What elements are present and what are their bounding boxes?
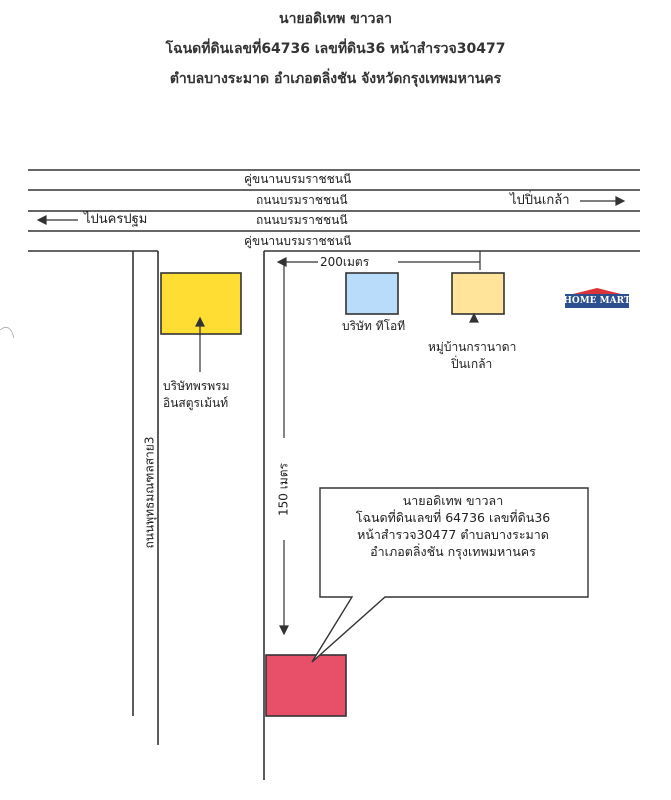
direction-label-pinklao: ไปปิ่นเกล้า [510, 193, 570, 208]
arrow-east-head [615, 196, 626, 206]
callout-bubble [311, 487, 589, 663]
pointer-company-left-head [195, 316, 205, 327]
company-tot-box [345, 272, 399, 315]
village-label-line2: ปิ่นเกล้า [451, 357, 493, 371]
target-plot-box [265, 654, 347, 717]
road-label-frontage-bottom: คู่ขนานบรมราชชนนี [244, 234, 352, 248]
company-tot-label: บริษัท ทีโอที [342, 319, 406, 333]
distance-horizontal-head-left [276, 257, 287, 267]
distance-label-horizontal: 200เมตร [320, 255, 370, 269]
home-mart-logo-text: HOME MART [563, 296, 631, 306]
pointer-village-head [469, 312, 479, 323]
road-label-side-road: ถนนพุทธมณฑลสาย3 [142, 436, 157, 549]
home-mart-plate [565, 294, 629, 308]
callout-line-2: โฉนดที่ดินเลขที่ 64736 เลขที่ดิน36 [355, 510, 551, 525]
company-left-label-line1: บริษัทพรพรม [163, 379, 230, 393]
village-box [451, 272, 505, 315]
distance-markers [276, 251, 481, 636]
callout-text: นายอดิเทพ ขาวลา โฉนดที่ดินเลขที่ 64736 เ… [322, 492, 584, 560]
distance-label-vertical: 150 เมตร [276, 463, 291, 516]
arrow-west-head [36, 215, 47, 225]
road-label-main-top: ถนนบรมราชชนนี [256, 193, 348, 207]
callout-line-4: อำเภอตลิ่งชัน กรุงเทพมหานคร [370, 544, 536, 559]
header-deed-info: โฉนดที่ดินเลขที่64736 เลขที่ดิน36 หน้าสำ… [165, 41, 506, 57]
header-owner-name: นายอดิเทพ ขาวลา [279, 11, 392, 27]
company-left-label-line2: อินสตูรเม้นท์ [163, 396, 229, 410]
direction-label-nakhonpathom: ไปนครปฐม [84, 212, 148, 227]
callout-line-3: หน้าสำรวจ30477 ตำบลบางระมาด [357, 527, 549, 542]
scan-mark [0, 326, 15, 339]
direction-arrows [36, 196, 626, 225]
home-mart-roof-icon [573, 288, 621, 294]
header-location: ตำบลบางระมาด อำเภอตลิ่งชัน จังหวัดกรุงเท… [169, 71, 502, 87]
callout-line-1: นายอดิเทพ ขาวลา [402, 493, 504, 508]
village-label-line1: หมู่บ้านกรานาดา [428, 340, 517, 354]
landmark-pointers [195, 312, 479, 372]
road-label-frontage-top: คู่ขนานบรมราชชนนี [244, 172, 352, 186]
road-lines [28, 169, 640, 780]
road-label-main-bottom: ถนนบรมราชชนนี [256, 213, 348, 227]
home-mart-logo [565, 288, 629, 308]
distance-vertical-head-bottom [279, 625, 289, 636]
